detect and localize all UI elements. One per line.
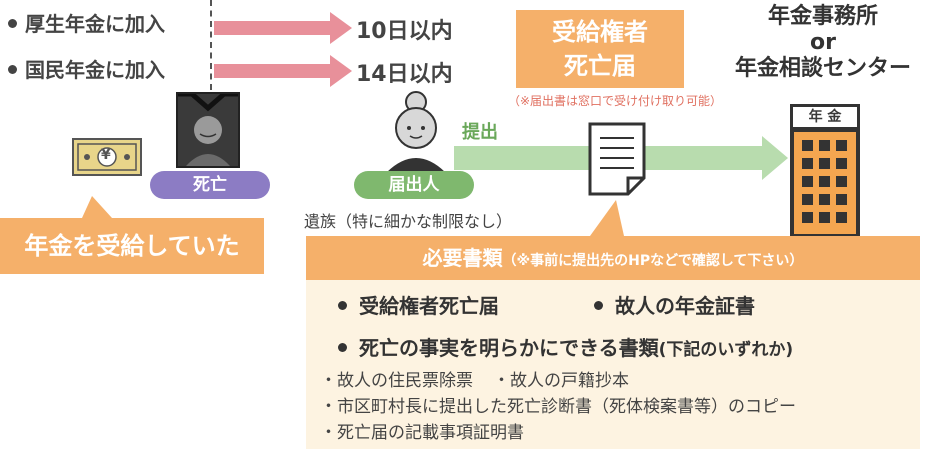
- submit-label: 提出: [462, 122, 498, 143]
- status-pill-notifier: 届出人: [354, 171, 474, 199]
- dashed-divider: [210, 0, 212, 90]
- condition-label: 厚生年金に加入: [25, 12, 165, 36]
- required-docs-header: [306, 236, 920, 280]
- deadline-arrow-shaft: [214, 64, 330, 78]
- callout-pension-received: 年金を受給していた: [0, 218, 264, 274]
- office-sign: 年 金: [790, 104, 860, 130]
- notifier-note: 遺族（特に細かな制限なし）: [304, 212, 513, 231]
- deadline-arrow-shaft: [214, 21, 330, 35]
- condition-kokumin: 国民年金に加入: [8, 54, 165, 83]
- deadline-days: 14日以内: [356, 62, 453, 87]
- office-line1: 年金事務所: [767, 4, 878, 29]
- docs-title-note: （※事前に提出先のHPなどで確認して下さい）: [502, 253, 804, 269]
- bullet-icon: [338, 343, 347, 352]
- condition-label: 国民年金に加入: [25, 58, 165, 82]
- doc-item: 死亡の事実を明らかにできる書類(下記のいずれか): [338, 332, 793, 361]
- deadline-arrow-head: [330, 12, 352, 44]
- form-title-box: 受給権者 死亡届: [516, 10, 684, 88]
- notifier-person-icon: [381, 90, 451, 172]
- doc-subitem-label: ・故人の戸籍抄本: [493, 371, 629, 391]
- bullet-icon: [8, 19, 17, 28]
- bullet-icon: [594, 301, 603, 310]
- docs-pointer: [590, 200, 624, 236]
- callout-pointer: [82, 196, 112, 218]
- doc-item-label: 故人の年金証書: [615, 294, 755, 318]
- deadline-days: 10日以内: [356, 19, 453, 44]
- doc-subitem: ・故人の住民票除票・故人の戸籍抄本: [320, 366, 629, 391]
- doc-item: 故人の年金証書: [594, 290, 755, 319]
- bullet-icon: [8, 65, 17, 74]
- doc-subitem: ・死亡届の記載事項証明書: [320, 423, 524, 443]
- required-docs-title: 必要書類（※事前に提出先のHPなどで確認して下さい）: [306, 236, 920, 280]
- doc-item-label: 死亡の事実を明らかにできる書類: [359, 336, 659, 360]
- deadline-arrow-head: [330, 55, 352, 87]
- form-note: （※届出書は窓口で受け付け取り可能）: [508, 94, 723, 108]
- office-line2: or: [810, 30, 836, 55]
- doc-item-note: (下記のいずれか): [658, 340, 794, 360]
- bullet-icon: [338, 301, 347, 310]
- deceased-portrait-icon: [176, 91, 240, 168]
- doc-subitem: ・市区町村長に提出した死亡診断書（死体検案書等）のコピー: [320, 397, 796, 417]
- banknote-icon: ¥: [72, 138, 142, 176]
- status-pill-death: 死亡: [150, 171, 270, 199]
- doc-item-label: 受給権者死亡届: [359, 294, 499, 318]
- office-heading: 年金事務所 or 年金相談センター: [716, 4, 930, 82]
- office-building-icon: [790, 128, 860, 238]
- condition-kosei: 厚生年金に加入: [8, 8, 165, 37]
- submit-arrow-head: [762, 136, 788, 180]
- office-line3: 年金相談センター: [734, 56, 911, 81]
- doc-item: 受給権者死亡届: [338, 290, 499, 319]
- docs-title-text: 必要書類: [422, 246, 503, 270]
- form-title-line1: 受給権者: [552, 18, 648, 46]
- document-icon: [588, 122, 646, 196]
- doc-subitem-label: ・故人の住民票除票: [320, 371, 473, 391]
- form-title-line2: 死亡届: [564, 52, 636, 80]
